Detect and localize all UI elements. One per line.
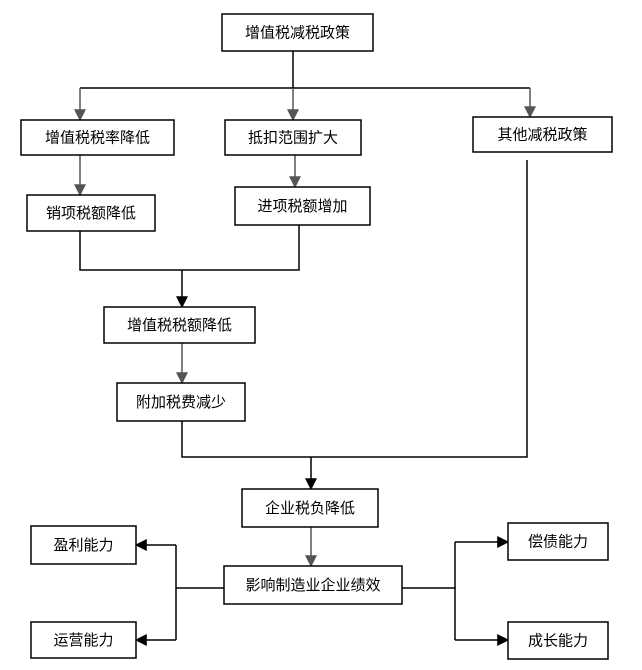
node-profitability: 盈利能力 <box>30 525 137 565</box>
connector-merge <box>79 225 300 271</box>
node-solvency: 偿债能力 <box>507 522 609 561</box>
node-operating: 运营能力 <box>30 621 137 659</box>
node-deduction-expand: 抵扣范围扩大 <box>224 119 362 156</box>
node-vat-amount-down-label: 增值税税额降低 <box>127 316 232 334</box>
node-performance: 影响制造业企业绩效 <box>223 565 403 605</box>
node-solvency-label: 偿债能力 <box>528 533 588 551</box>
connector-surtax-down <box>181 160 528 458</box>
node-rate-cut-label: 增值税税率降低 <box>45 129 150 147</box>
connector-right <box>402 542 456 589</box>
node-input-tax-up-label: 进项税额增加 <box>257 197 347 215</box>
node-other-policy-label: 其他减税政策 <box>497 126 587 144</box>
node-surtax-down: 附加税费减少 <box>116 382 246 422</box>
node-operating-label: 运营能力 <box>53 631 113 649</box>
connector-left <box>175 545 224 589</box>
connectors <box>74 51 536 646</box>
node-deduction-expand-label: 抵扣范围扩大 <box>248 129 338 147</box>
node-tax-burden-down-label: 企业税负降低 <box>265 499 355 517</box>
node-input-tax-up: 进项税额增加 <box>234 186 371 226</box>
node-tax-burden-down: 企业税负降低 <box>241 488 379 528</box>
node-other-policy: 其他减税政策 <box>472 116 613 153</box>
node-performance-label: 影响制造业企业绩效 <box>245 576 380 594</box>
node-vat-amount-down: 增值税税额降低 <box>103 306 256 344</box>
node-top-policy-label: 增值税减税政策 <box>245 24 350 42</box>
node-output-tax-down: 销项税额降低 <box>26 194 156 232</box>
node-output-tax-down-label: 销项税额降低 <box>46 204 136 222</box>
node-surtax-down-label: 附加税费减少 <box>136 393 226 411</box>
node-profitability-label: 盈利能力 <box>53 536 113 554</box>
node-top-policy: 增值税减税政策 <box>221 13 374 52</box>
node-growth: 成长能力 <box>507 621 609 660</box>
node-growth-label: 成长能力 <box>528 632 588 650</box>
node-rate-cut: 增值税税率降低 <box>20 119 175 156</box>
